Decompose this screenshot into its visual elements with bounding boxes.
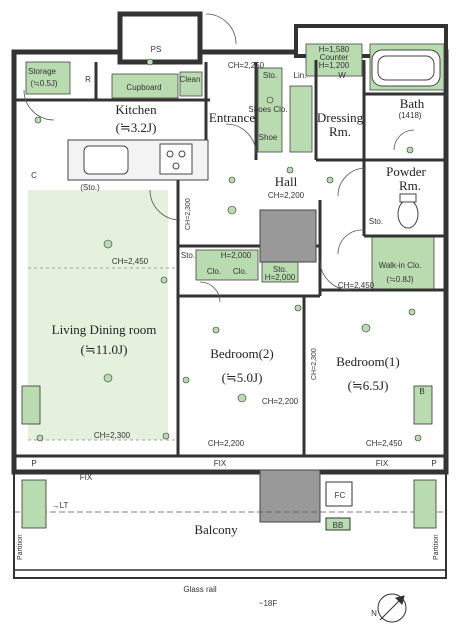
ch-bed1-vert: CH=2,300 xyxy=(311,348,318,380)
c-label: C xyxy=(31,171,37,180)
glass-rail-label: Glass rail xyxy=(183,585,217,594)
room-labels: Kitchen (≒3.2J) Living Dining room (≒11.… xyxy=(52,96,427,537)
fix-3: FIX xyxy=(376,459,389,468)
bath-label: Bath xyxy=(400,96,425,111)
kitchen-area: (≒3.2J) xyxy=(116,120,157,135)
sto-b-label: Sto. xyxy=(181,251,195,260)
ch-bed1-2: CH=2,450 xyxy=(366,439,403,448)
partition-left: Partition xyxy=(17,534,24,560)
w-label: W xyxy=(338,71,346,80)
north-arrow xyxy=(377,593,407,623)
ch-hall: CH=2,200 xyxy=(268,191,305,200)
ch-clo: H=2,000 xyxy=(221,251,252,260)
cupboard-label: Cupboard xyxy=(126,83,161,92)
bedroom2-label: Bedroom(2) xyxy=(210,346,274,361)
living-label: Living Dining room xyxy=(52,322,157,337)
ch-living: CH=2,450 xyxy=(112,257,149,266)
ch-living-2: CH=2,300 xyxy=(94,431,131,440)
p-label-2: P xyxy=(431,459,436,468)
ac-units xyxy=(21,385,437,529)
shoes-label: Shoes Clo. xyxy=(248,105,287,114)
p-label-1: P xyxy=(31,459,36,468)
storage-label: Storage xyxy=(28,67,57,76)
ps-label: PS xyxy=(151,45,162,54)
partition-right: Partition xyxy=(433,534,440,560)
vertical-labels: Partition Partition CH=2,300 CH=2,300 xyxy=(17,198,440,560)
hall-label: Hall xyxy=(275,174,298,189)
bedroom2-area: (≒5.0J) xyxy=(222,370,263,385)
living-area: (≒11.0J) xyxy=(81,342,128,357)
living-floor-area xyxy=(28,190,168,440)
dressing-label-2: Rm. xyxy=(329,124,351,139)
bb-box xyxy=(325,517,351,531)
fixture-markers xyxy=(34,58,422,442)
dressing-label: Dressing xyxy=(317,110,364,125)
closet-fills xyxy=(25,43,445,291)
ch-entrance: CH=2,250 xyxy=(228,61,265,70)
fc-label: FC xyxy=(335,491,346,500)
bb-label: BB xyxy=(333,521,344,530)
ch-bed2-2: CH=2,200 xyxy=(262,397,299,406)
fix-2: FIX xyxy=(214,459,227,468)
bathtub xyxy=(371,49,441,87)
b-label: B xyxy=(419,387,424,396)
ch-bed2: CH=2,200 xyxy=(208,439,245,448)
sto-pwr-label: Sto. xyxy=(369,217,383,226)
counter-h2: H=1,200 xyxy=(319,61,350,70)
clean-label: Clean xyxy=(180,75,201,84)
r-label: R xyxy=(85,75,91,84)
lin-label: Lin. xyxy=(294,71,307,80)
ch-kitchen-vert: CH=2,300 xyxy=(185,198,192,230)
balcony-label: Balcony xyxy=(194,522,238,537)
sto-paren-label: (Sto.) xyxy=(80,183,100,192)
bedroom1-area: (≒6.5J) xyxy=(348,378,389,393)
floor-label: ~18F xyxy=(259,599,278,608)
fix-1: FIX xyxy=(80,473,93,482)
walkin-label: Walk-in Clo. xyxy=(379,261,422,270)
kitchen-counter xyxy=(67,139,209,181)
clo-label-2: Clo. xyxy=(233,267,247,276)
powder-label-2: Rm. xyxy=(399,178,421,193)
storage-area: (≒0.5J) xyxy=(30,79,57,88)
bath-size: (1418) xyxy=(398,111,421,120)
toilet xyxy=(397,193,419,229)
small-labels: (1418) Storage (≒0.5J) Cupboard Walk-in … xyxy=(28,45,437,618)
fc-box xyxy=(325,481,353,507)
entrance-label: Entrance xyxy=(209,110,255,125)
bedroom1-label: Bedroom(1) xyxy=(336,354,400,369)
clo-label-1: Clo. xyxy=(207,267,221,276)
walkin-area: (≒0.8J) xyxy=(386,275,413,284)
sto-h-label: Sto. xyxy=(273,265,287,274)
shoe-label: Shoe xyxy=(259,133,278,142)
north-label: N xyxy=(371,609,377,618)
interior-walls xyxy=(14,60,446,458)
sto-label: Sto. xyxy=(263,71,277,80)
kitchen-label: Kitchen xyxy=(115,102,157,117)
ceiling-lines xyxy=(28,267,178,441)
ch-bed1: CH=2,450 xyxy=(338,281,375,290)
sto-h-value: H=2,000 xyxy=(265,273,296,282)
powder-label: Powder xyxy=(386,164,426,179)
counter-label: Counter xyxy=(320,53,349,62)
lt-label: →LT xyxy=(52,501,69,510)
counter-h: H=1,580 xyxy=(319,45,350,54)
door-swings xyxy=(23,13,415,303)
shafts xyxy=(259,209,321,523)
